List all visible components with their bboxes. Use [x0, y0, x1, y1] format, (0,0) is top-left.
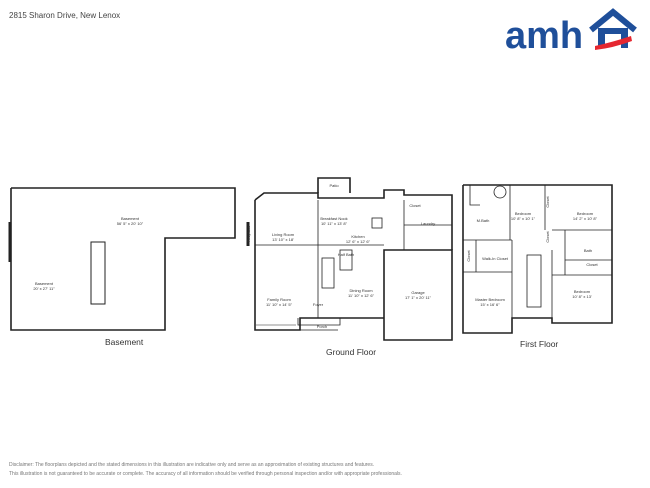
room-label: Porch [317, 324, 327, 329]
room-label: Closet [409, 203, 421, 208]
room-dims: 14' 2" x 10' 8" [573, 216, 598, 221]
room-label: Closet [466, 249, 471, 261]
first-floor-plan [462, 184, 613, 334]
room-dims: 17' 1" x 20' 11" [405, 295, 432, 300]
room-dims: 10' 8" x 10' 1" [511, 216, 536, 221]
room-label: Family Room [267, 297, 291, 302]
room-label: Basement [35, 281, 54, 286]
room-label: Bedroom [574, 289, 591, 294]
room-dims: 12' 6" x 12' 6" [346, 239, 371, 244]
room-label: Bedroom [515, 211, 532, 216]
room-label: Garage [411, 290, 425, 295]
room-label: M.Bath [477, 218, 490, 223]
room-label: Laundry [421, 221, 435, 226]
disclaimer-line: Disclaimer: The floorplans depicted and … [9, 462, 375, 468]
room-label: Foyer [313, 302, 324, 307]
house-icon [589, 8, 637, 50]
room-dims: 15' x 16' 6" [480, 302, 500, 307]
room-label: Basement [121, 216, 140, 221]
basement-plan [8, 187, 236, 331]
property-address: 2815 Sharon Drive, New Lenox [9, 11, 121, 20]
room-dims: 10' 8" x 13' [572, 294, 592, 299]
room-label: Breakfast Nook [320, 216, 347, 221]
room-label: Living Room [272, 232, 295, 237]
room-dims: 11' 10" x 14' 5" [266, 302, 293, 307]
logo-text: amh [505, 15, 583, 54]
room-dims: 13' 10" x 18' [272, 237, 294, 242]
room-dims: 20' x 27' 11" [33, 286, 55, 291]
ground-floor-label: Ground Floor [326, 347, 377, 357]
basement-label: Basement [105, 337, 144, 347]
ground-floor-plan [246, 177, 453, 341]
room-label: Dining Room [349, 288, 373, 293]
room-label: Kitchen [351, 234, 364, 239]
room-dims: 56' 5" x 20' 10" [117, 221, 144, 226]
room-dims: 11' 10" x 12' 6" [348, 293, 375, 298]
room-label: Half Bath [338, 252, 354, 257]
room-label: Closet [545, 230, 550, 242]
room-label: Closet [545, 195, 550, 207]
room-label: Master Bedroom [475, 297, 505, 302]
room-label: Closet [586, 262, 598, 267]
room-label: Patio [329, 183, 339, 188]
room-label: Bath [584, 248, 592, 253]
disclaimer: Disclaimer: The floorplans depicted and … [9, 461, 609, 478]
amh-logo: amh [505, 8, 637, 54]
room-dims: 10' 11" x 13' 8" [321, 221, 348, 226]
room-label: Bedroom [577, 211, 594, 216]
first-floor-label: First Floor [520, 339, 559, 349]
disclaimer-line: This illustration is not guaranteed to b… [9, 470, 402, 477]
room-label: Fireplace [246, 225, 251, 242]
room-label: Walk-In Closet [482, 256, 509, 261]
